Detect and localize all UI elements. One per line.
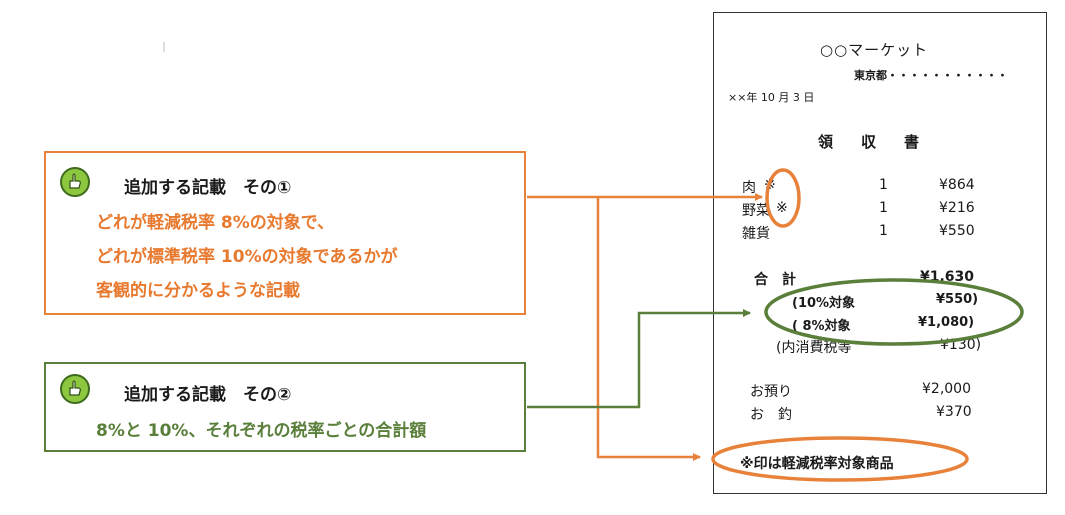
receipt-title: 領収書 <box>818 133 948 151</box>
item-qty: 1 <box>879 177 888 193</box>
deposit-label: お預り <box>750 384 792 400</box>
tax10-label: (10%対象 <box>792 296 856 311</box>
receipt-date: ××年 10 月 3 日 <box>728 91 815 104</box>
change-value: ¥370 <box>936 404 972 420</box>
callout-1-line-2: どれが標準税率 10%の対象であるかが <box>96 247 398 267</box>
item-qty: 1 <box>879 200 888 216</box>
item-name: 肉 <box>742 180 756 196</box>
item-qty: 1 <box>879 223 888 239</box>
store-address: 東京都・・・・・・・・・・・ <box>854 69 1008 82</box>
callout-box-2: 追加する記載 その② 8%と 10%、それぞれの税率ごとの合計額 <box>44 362 526 452</box>
item-name: 雑貨 <box>742 226 770 242</box>
total-label: 合 計 <box>754 272 796 288</box>
item-price: ¥864 <box>939 177 975 193</box>
consumption-tax-value: ¥130) <box>940 337 982 353</box>
pointing-hand-icon <box>60 374 90 404</box>
callout-1-line-1: どれが軽減税率 8%の対象で、 <box>96 213 335 233</box>
pointing-hand-icon <box>60 167 90 197</box>
deposit-value: ¥2,000 <box>922 381 971 397</box>
consumption-tax-label: (内消費税等 <box>776 340 852 356</box>
tax8-value: ¥1,080) <box>918 315 975 330</box>
item-name: 野菜 <box>742 203 770 219</box>
total-value: ¥1,630 <box>920 269 975 285</box>
reduced-tax-mark: ※ <box>776 200 788 216</box>
item-price: ¥550 <box>939 223 975 239</box>
store-name: ○○マーケット <box>820 41 929 59</box>
change-label: お 釣 <box>750 407 792 423</box>
callout-2-title: 追加する記載 その② <box>124 385 292 405</box>
tax8-label: ( 8%対象 <box>792 319 851 334</box>
callout-box-1: 追加する記載 その① どれが軽減税率 8%の対象で、 どれが標準税率 10%の対… <box>44 151 526 315</box>
reduced-tax-note: ※印は軽減税率対象商品 <box>740 456 894 472</box>
reduced-tax-mark: ※ <box>764 177 776 193</box>
receipt: ○○マーケット 東京都・・・・・・・・・・・ ××年 10 月 3 日 領収書 … <box>713 12 1047 494</box>
callout-2-line-1: 8%と 10%、それぞれの税率ごとの合計額 <box>96 421 427 441</box>
callout-1-title: 追加する記載 その① <box>124 178 292 198</box>
item-price: ¥216 <box>939 200 975 216</box>
callout-1-line-3: 客観的に分かるような記載 <box>96 281 300 301</box>
connector-to-note <box>596 197 701 461</box>
tax10-value: ¥550) <box>936 292 979 307</box>
